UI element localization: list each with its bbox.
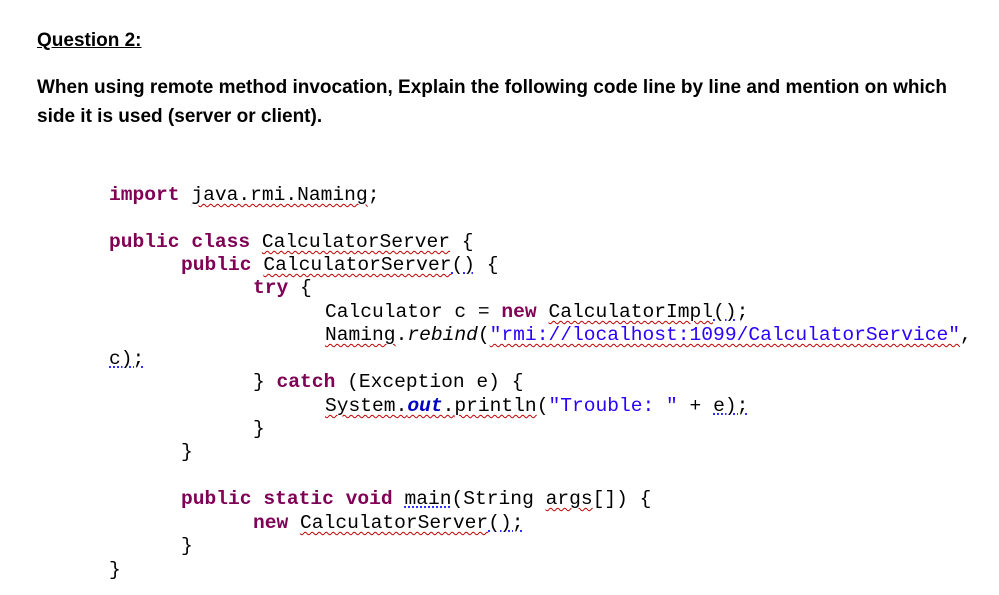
type-calculator: Calculator [325,301,443,323]
open-brace: { [450,231,474,253]
dot: . [395,395,408,417]
variable-c: c [454,301,467,323]
keyword-new: new [253,512,289,534]
close-brace: } [109,559,121,581]
paren-open: ( [536,395,549,417]
string-param: (String [451,488,546,510]
rmi-url-string: "rmi://localhost:1099/CalculatorService" [489,324,960,346]
plus-operator: + [677,395,714,417]
dot: . [395,324,408,346]
code-line-class-close: } [109,558,121,582]
close-brace: } [181,441,193,463]
exception-param: (Exception e) { [335,371,524,393]
statement-end: ; [736,301,749,323]
impl-parens: () [713,301,737,323]
naming-object: Naming [325,324,396,346]
code-line-import: import java.rmi.Naming; [109,183,379,207]
close-brace: } [181,535,193,557]
keyword-try: try [253,277,289,299]
constructor-parens: () [451,254,475,276]
paren-open: ( [477,324,490,346]
println-arg-end: e); [713,395,749,417]
rebind-method: rebind [407,324,478,346]
dot: . [442,395,455,417]
class-name: CalculatorServer [261,231,451,253]
assign-operator: = [466,301,502,323]
keyword-static: static [263,488,334,510]
keyword-public: public [181,488,252,510]
comma: , [959,324,972,346]
code-line-ctor-close: } [181,440,193,464]
question-heading: Question 2: [37,30,142,51]
println-method: println [454,395,537,417]
system-class: System [325,395,396,417]
new-call-end: (); [488,512,524,534]
trouble-string: "Trouble: " [548,395,678,417]
main-method: main [404,488,452,510]
code-line-constructor: public CalculatorServer() { [181,253,499,277]
out-field: out [407,395,443,417]
keyword-public: public [181,254,252,276]
code-line-catch-close: } [253,417,265,441]
keyword-class: class [191,231,251,253]
keyword-public: public [109,231,180,253]
constructor-name: CalculatorServer [263,254,452,276]
open-brace: { [475,254,499,276]
close-brace: } [253,371,265,393]
keyword-catch: catch [276,371,336,393]
question-prompt: When using remote method invocation, Exp… [37,77,947,127]
impl-class-name: CalculatorImpl [548,301,714,323]
keyword-import: import [109,184,180,206]
code-line-class-decl: public class CalculatorServer { [109,230,474,254]
code-line-new-server: new CalculatorServer(); [253,511,523,535]
code-line-rebind-wrap: c); [109,347,144,371]
open-brace: { [288,277,312,299]
package-name: java.rmi.Naming [191,184,368,206]
server-class-name: CalculatorServer [300,512,489,534]
keyword-void: void [345,488,393,510]
main-signature-end: []) { [592,488,652,510]
code-line-try: try { [253,276,312,300]
code-line-println: System.out.println("Trouble: " + e); [325,394,748,418]
args-param: args [545,488,593,510]
keyword-new: new [501,301,537,323]
code-line-catch: } catch (Exception e) { [253,370,523,394]
code-line-main-close: } [181,534,193,558]
rebind-arg-end: c); [109,348,145,370]
code-line-new-impl: Calculator c = new CalculatorImpl(); [325,300,748,324]
code-line-main: public static void main(String args[]) { [181,487,651,511]
semicolon: ; [367,184,380,206]
code-line-rebind: Naming.rebind("rmi://localhost:1099/Calc… [325,323,972,347]
close-brace: } [253,418,265,440]
